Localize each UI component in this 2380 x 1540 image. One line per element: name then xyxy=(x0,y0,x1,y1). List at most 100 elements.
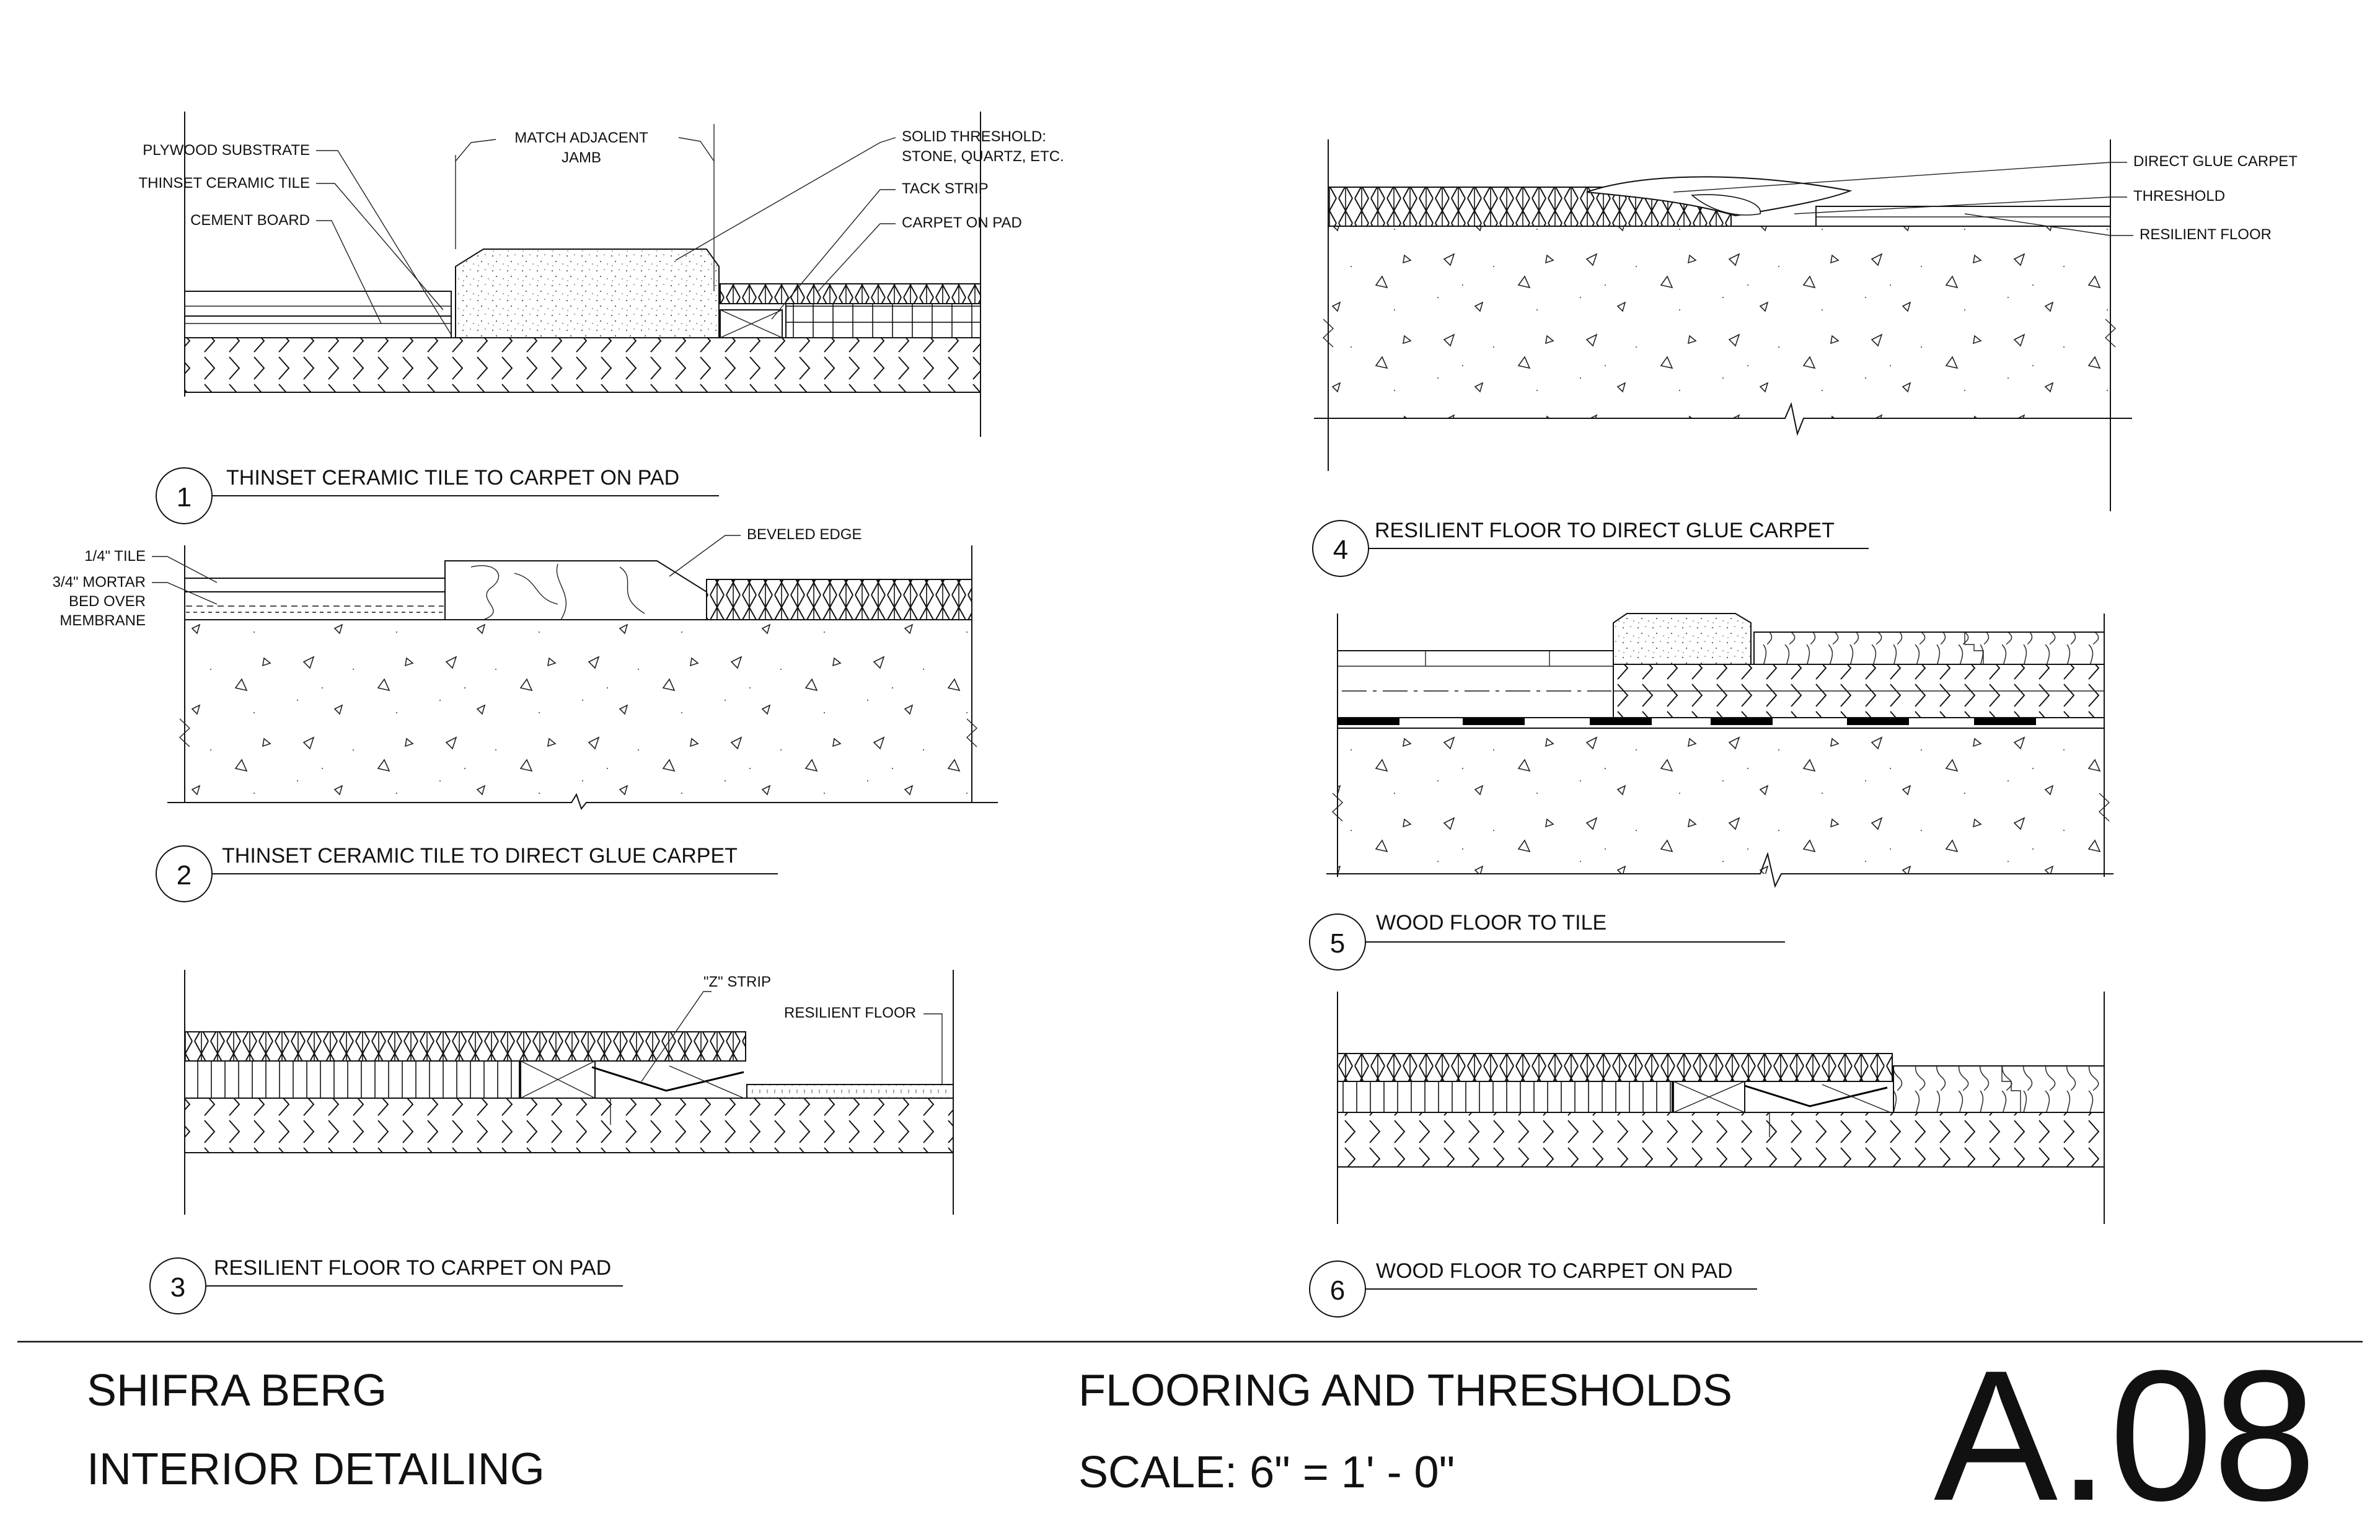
carpet-pad xyxy=(1337,1081,1673,1113)
direct-glue-carpet xyxy=(706,579,972,620)
threshold xyxy=(1613,613,1752,665)
detail-number: 3 xyxy=(170,1272,185,1303)
detail-5: 5 WOOD FLOOR TO TILE xyxy=(1309,613,2113,970)
break-mark xyxy=(1322,319,1334,348)
wood-floor xyxy=(1893,1065,2105,1113)
detail-2: 1/4" TILE 3/4" MORTAR BED OVER MEMBRANE … xyxy=(53,526,998,902)
ceramic-tile xyxy=(184,291,452,317)
label-plywood: PLYWOOD SUBSTRATE xyxy=(143,142,310,159)
solid-threshold xyxy=(455,249,720,338)
threshold-profile xyxy=(1690,194,1761,216)
detail-number: 4 xyxy=(1333,535,1348,565)
detail-title: THINSET CERAMIC TILE TO DIRECT GLUE CARP… xyxy=(222,844,738,868)
label-mortar-1: 3/4" MORTAR xyxy=(53,574,146,591)
leader-line xyxy=(818,223,896,292)
detail-number: 2 xyxy=(177,860,192,891)
label-tack: TACK STRIP xyxy=(902,180,989,197)
tongue-groove xyxy=(1964,632,1984,664)
label-solid-1: SOLID THRESHOLD: xyxy=(902,128,1046,145)
label-threshold: THRESHOLD xyxy=(2133,188,2225,205)
label-mortar-2: BED OVER xyxy=(69,593,146,610)
leader-line xyxy=(152,582,218,605)
plywood-substrate xyxy=(1337,1112,2105,1168)
label-cement: CEMENT BOARD xyxy=(190,212,310,229)
label-tile: 1/4" TILE xyxy=(84,548,146,565)
leader-line xyxy=(641,991,712,1082)
stone-vein xyxy=(619,566,645,614)
plywood-substrate xyxy=(184,337,981,393)
detail-title: WOOD FLOOR TO CARPET ON PAD xyxy=(1376,1259,1733,1283)
break-line xyxy=(1314,402,2132,436)
author-name: SHIFRA BERG xyxy=(87,1366,387,1415)
z-strip xyxy=(591,1066,744,1092)
break-mark xyxy=(1331,793,1344,822)
leader-line xyxy=(455,139,496,162)
detail-number: 5 xyxy=(1330,928,1345,959)
leader-line xyxy=(923,1013,943,1085)
carpet-tuck-line xyxy=(1822,1084,1891,1113)
break-mark xyxy=(2104,319,2117,348)
label-thinset: THINSET CERAMIC TILE xyxy=(139,175,311,191)
detail-1: MATCH ADJACENT JAMB PLYWOOD SUBSTRATE TH… xyxy=(139,112,1064,524)
break-mark xyxy=(178,718,191,747)
leader-line xyxy=(1964,213,2133,236)
label-zstrip: "Z" STRIP xyxy=(703,974,771,990)
concrete-slab xyxy=(1338,728,2104,874)
leader-line xyxy=(316,220,382,324)
label-match-1: MATCH ADJACENT xyxy=(514,130,648,146)
label-match-2: JAMB xyxy=(562,149,601,166)
detail-number: 1 xyxy=(177,482,192,513)
sheet-number: A.08 xyxy=(1934,1331,2316,1539)
stone-vein xyxy=(514,573,558,605)
label-mortar-3: MEMBRANE xyxy=(60,612,146,629)
tile-layer xyxy=(184,578,446,592)
leader-line xyxy=(771,189,896,320)
leader-line xyxy=(316,150,452,335)
resilient-floor xyxy=(746,1084,954,1099)
break-mark xyxy=(2098,793,2110,822)
tack-strip-x xyxy=(520,1060,596,1099)
z-strip xyxy=(1744,1085,1888,1107)
concrete-slab xyxy=(1328,226,2110,418)
carpet-pad xyxy=(184,1060,520,1099)
detail-3: "Z" STRIP RESILIENT FLOOR 3 RESILIENT FL… xyxy=(149,970,954,1314)
carpet-pad xyxy=(785,303,981,338)
carpet-pile xyxy=(1337,1053,1893,1082)
tile-mortar-bed xyxy=(1337,650,1614,718)
leader-line xyxy=(152,556,218,583)
break-mark xyxy=(966,718,978,747)
leader-line xyxy=(675,137,896,261)
detail-title: WOOD FLOOR TO TILE xyxy=(1376,911,1606,935)
label-carpet: CARPET ON PAD xyxy=(902,214,1022,231)
carpet-pile xyxy=(720,283,981,304)
stone-vein xyxy=(556,563,567,620)
carpet-pile xyxy=(184,1031,746,1062)
leader-line xyxy=(1673,162,2127,193)
plywood-substrate xyxy=(184,1098,954,1153)
label-beveled: BEVELED EDGE xyxy=(747,526,862,543)
detail-number: 6 xyxy=(1330,1275,1345,1306)
wood-floor xyxy=(1753,631,2105,665)
cement-board xyxy=(184,315,452,338)
label-dgc: DIRECT GLUE CARPET xyxy=(2133,153,2298,170)
label-solid-2: STONE, QUARTZ, ETC. xyxy=(902,148,1064,165)
leader-line xyxy=(669,535,741,577)
stone-vein xyxy=(470,565,500,620)
resilient-floor xyxy=(1815,206,2111,227)
membrane-dashes xyxy=(1338,718,2036,725)
tongue-groove xyxy=(2001,1066,2021,1112)
carpet-tuck-line xyxy=(669,1065,744,1099)
sheet-title: FLOORING AND THRESHOLDS xyxy=(1078,1366,1732,1415)
leader-line xyxy=(678,137,715,162)
beveled-threshold xyxy=(444,560,707,620)
drawing-scale: SCALE: 6" = 1' - 0" xyxy=(1078,1448,1455,1497)
course-name: INTERIOR DETAILING xyxy=(87,1445,545,1494)
detail-title: RESILIENT FLOOR TO DIRECT GLUE CARPET xyxy=(1375,519,1835,542)
detail-title: RESILIENT FLOOR TO CARPET ON PAD xyxy=(214,1256,611,1280)
detail-title: THINSET CERAMIC TILE TO CARPET ON PAD xyxy=(226,466,679,490)
leader-line xyxy=(316,183,444,310)
tack-strip-x xyxy=(720,309,783,338)
detail-4: DIRECT GLUE CARPET THRESHOLD RESILIENT F… xyxy=(1312,139,2298,577)
label-resilient: RESILIENT FLOOR xyxy=(2140,226,2272,243)
